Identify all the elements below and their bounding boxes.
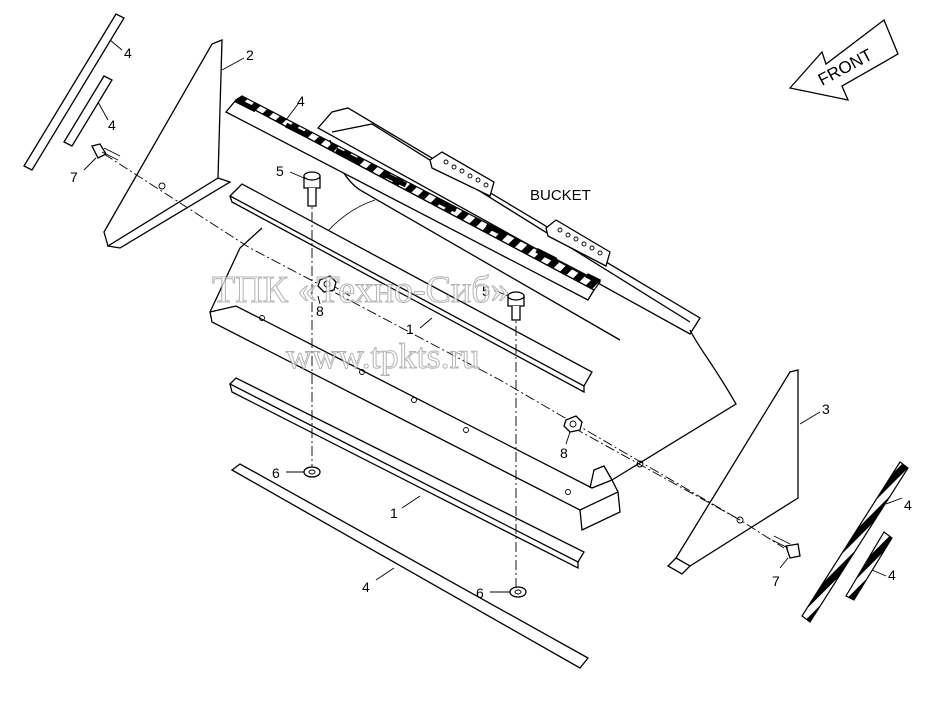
front-arrow: FRONT bbox=[788, 18, 899, 101]
callout-1: 1 bbox=[390, 505, 398, 521]
watermark-line-1: ТПК «Техно-Сиб» bbox=[212, 269, 510, 311]
callout-8: 8 bbox=[560, 445, 568, 461]
callout-7: 7 bbox=[70, 169, 78, 185]
watermark: ТПК «Техно-Сиб» www.tpkts.ru bbox=[212, 269, 511, 377]
bucket-mount-bracket-1 bbox=[429, 151, 495, 197]
wear-strip-upper bbox=[228, 183, 593, 394]
bucket-mount-bracket-2 bbox=[545, 219, 611, 267]
callout-2: 2 bbox=[246, 47, 254, 63]
nut-8-right bbox=[563, 415, 583, 433]
callout-4: 4 bbox=[108, 117, 116, 133]
callout-7: 7 bbox=[772, 573, 780, 589]
bolt-7-right bbox=[771, 535, 801, 559]
callout-3: 3 bbox=[822, 401, 830, 417]
callout-5: 5 bbox=[482, 283, 490, 299]
side-plate-left bbox=[103, 39, 232, 249]
callout-5: 5 bbox=[276, 163, 284, 179]
nut-8-left bbox=[317, 275, 337, 293]
side-plate-right bbox=[636, 369, 799, 575]
callout-6: 6 bbox=[272, 465, 280, 481]
leader-lines bbox=[83, 39, 903, 593]
callouts: 4 2 4 4 7 5 8 5 1 3 8 6 1 4 4 6 7 4 bbox=[70, 45, 912, 601]
bolt-5-left bbox=[303, 171, 321, 207]
callout-4: 4 bbox=[362, 579, 370, 595]
watermark-line-2: www.tpkts.ru bbox=[286, 336, 480, 376]
callout-1: 1 bbox=[406, 321, 414, 337]
callout-4: 4 bbox=[904, 497, 912, 513]
bolt-7-left bbox=[91, 143, 121, 161]
strip-right-short bbox=[845, 531, 893, 601]
bucket-label: BUCKET bbox=[530, 187, 591, 204]
callout-4: 4 bbox=[297, 93, 305, 109]
bolt-5-right bbox=[507, 291, 525, 321]
washer-6-left bbox=[303, 466, 321, 478]
callout-8: 8 bbox=[316, 303, 324, 319]
strip-left-short bbox=[63, 75, 113, 147]
callout-6: 6 bbox=[476, 585, 484, 601]
strip-right-long bbox=[801, 461, 909, 623]
washer-6-right bbox=[509, 586, 527, 598]
stripe-decal-top bbox=[224, 95, 602, 301]
bottom-strip bbox=[230, 463, 589, 669]
wear-strip-lower bbox=[228, 377, 585, 570]
callout-4: 4 bbox=[888, 567, 896, 583]
callout-4: 4 bbox=[124, 45, 132, 61]
strip-left-long bbox=[23, 13, 125, 171]
